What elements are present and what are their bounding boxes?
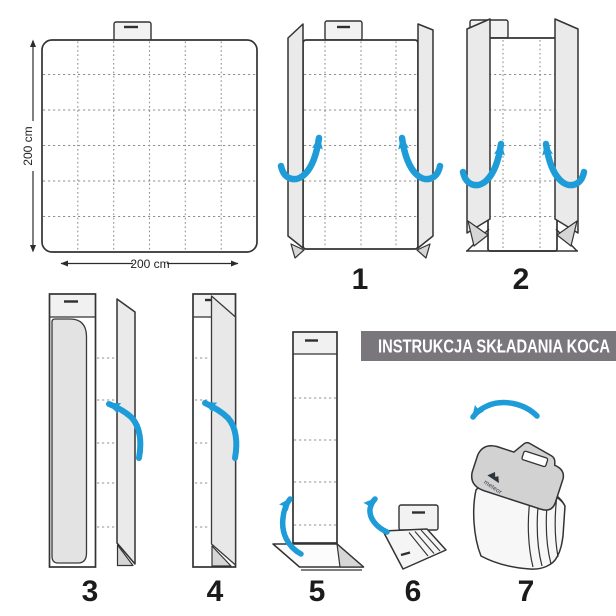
fold-arrow-icon [106,401,144,461]
step-3-diagram: 3 [48,293,144,608]
fold-line-marks [294,397,336,526]
fold-arrow-icon [202,400,240,461]
fold-arrow-icon [279,496,304,557]
fold-line-marks [97,357,116,528]
handle-tab-band [294,333,336,354]
folded-layer [51,318,88,564]
right-corner-fold [416,243,431,259]
folding-panel [116,298,136,565]
step-1-diagram: 1 [277,20,444,296]
step-3-number: 3 [82,575,99,608]
right-fold-flap [417,23,434,249]
left-fold-flap [466,18,491,234]
base-corner-fold [336,543,365,568]
title-banner: INSTRUKCJA SKŁADANIA KOCA [361,331,616,361]
step-2-diagram: 2 [459,18,588,296]
height-dimension-label: 200 cm [21,126,35,165]
height-dimension: 200 cm [21,39,36,253]
dimension-arrow-down-icon [30,245,36,253]
corner-fold [211,545,232,567]
folded-strip [292,331,338,544]
left-corner-fold [467,220,489,247]
grid-lines [324,41,397,248]
handle-tab-band [50,295,95,317]
accordion-pleat-lines [408,529,441,557]
bag-handle-slot [521,450,549,468]
mountain-logo-icon [487,472,499,484]
flip-arrow-icon [470,399,540,420]
blanket-grid-horizontal-lines [43,73,256,218]
dimension-arrow-right-icon [231,260,239,267]
handle-tab [398,504,439,531]
step-1-number: 1 [352,263,369,296]
bag-flap-group: meteor [470,441,565,511]
step-6-number: 6 [405,575,422,608]
title-banner-bg [361,331,616,361]
fold-arrow-icon [363,496,390,535]
fold-arrow-icon [398,134,444,183]
fold-arrow-icon [459,140,505,189]
dimension-arrow-up-icon [30,39,36,47]
folded-stack [382,528,447,570]
handle-tab [324,20,363,41]
blanket-handle-tab [113,21,152,42]
dimension-arrow-left-icon [60,260,68,267]
title-banner-text: INSTRUKCJA SKŁADANIA KOCA [378,336,610,357]
step-5-number: 5 [309,575,326,608]
right-fold-flap [554,18,579,234]
grid-lines [304,73,417,218]
folded-layer [210,295,237,566]
right-corner-fold [556,220,578,247]
step-4-diagram: 4 [192,293,240,608]
left-corner-fold [290,243,305,259]
blanket-size-diagram: 200 cm 200 cm [21,21,258,271]
step-7-number: 7 [518,575,535,608]
step-4-number: 4 [207,575,224,608]
corner-fold [116,544,134,567]
step-6-diagram: 6 [363,496,447,608]
width-dimension: 200 cm [60,257,239,271]
fold-arrow-icon [277,134,323,183]
width-dimension-label: 200 cm [130,257,169,271]
handle-strap-mark [400,551,411,557]
fold-arrow-icon [542,140,588,189]
step-2-number: 2 [513,263,530,296]
step-7-diagram: meteor 7 [470,399,566,608]
left-fold-flap [287,23,304,249]
step-5-diagram: 5 [272,331,365,608]
